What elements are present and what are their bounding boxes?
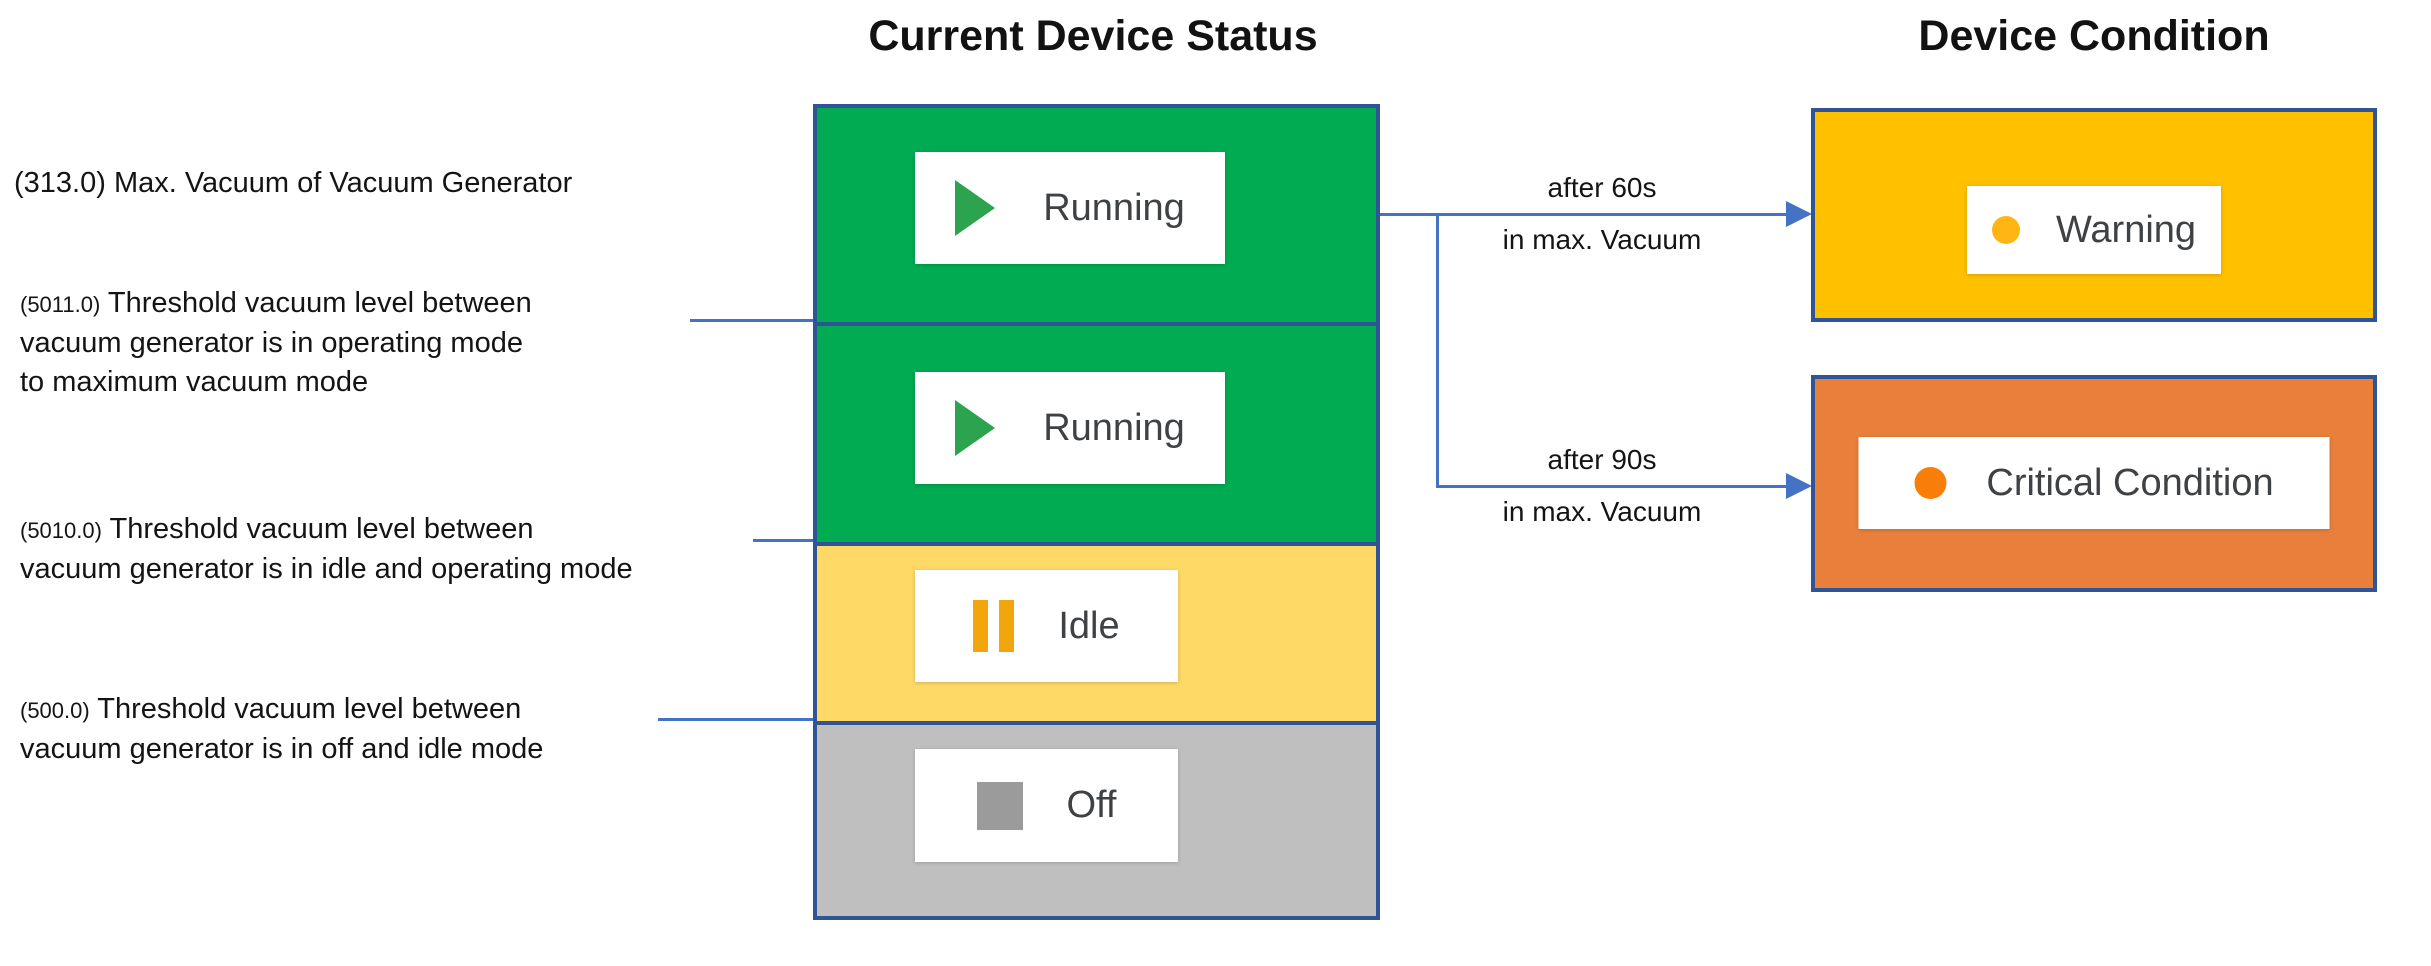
play-icon — [955, 400, 996, 456]
transition-label-90s: after 90s — [1547, 444, 1657, 475]
threshold-value: (313.0) — [14, 167, 106, 199]
arrowhead-critical — [1786, 473, 1812, 499]
note-line: (500.0) Threshold vacuum level between — [20, 690, 543, 730]
condition-label: Critical Condition — [1986, 461, 2274, 504]
status-row-running: Running — [817, 322, 1376, 542]
critical-dot-icon — [1914, 467, 1947, 499]
threshold-line-5010 — [753, 539, 813, 542]
connector-branch-down — [1436, 213, 1439, 487]
arrowhead-warning — [1786, 201, 1812, 227]
note-text: Threshold vacuum level between — [107, 287, 532, 319]
note-line: vacuum generator is in operating mode — [20, 327, 523, 359]
critical-badge: Critical Condition — [1858, 437, 2330, 529]
note-line: vacuum generator is in idle and operatin… — [20, 553, 633, 585]
status-row-idle: Idle — [817, 542, 1376, 721]
threshold-line-5011 — [690, 319, 813, 322]
stop-icon — [976, 781, 1023, 830]
status-label: Idle — [1058, 604, 1120, 647]
threshold-value: (5010.0) — [20, 518, 102, 543]
note-text: Threshold vacuum level between — [97, 693, 522, 725]
threshold-value: (500.0) — [20, 698, 90, 723]
status-row-off: Off — [817, 721, 1376, 916]
play-icon — [955, 180, 996, 236]
note-max-vacuum: (313.0) Max. Vacuum of Vacuum Generator — [14, 164, 572, 203]
connector-to-warning — [1380, 213, 1790, 216]
condition-label: Warning — [2055, 208, 2197, 251]
transition-label-90s-detail: in max. Vacuum — [1502, 496, 1702, 527]
warning-badge: Warning — [1967, 186, 2221, 274]
status-badge-idle: Idle — [915, 570, 1178, 682]
status-row-running-max: Running — [817, 108, 1376, 322]
status-label: Off — [1066, 784, 1117, 826]
note-threshold-500: (500.0) Threshold vacuum level between v… — [20, 690, 543, 769]
threshold-line-500 — [658, 718, 813, 721]
note-line: to maximum vacuum mode — [20, 366, 369, 398]
status-badge-running: Running — [915, 152, 1225, 264]
warning-box: Warning — [1811, 108, 2377, 322]
note-threshold-5010: (5010.0) Threshold vacuum level between … — [20, 510, 633, 589]
warning-dot-icon — [1991, 216, 2020, 244]
note-line: vacuum generator is in off and idle mode — [20, 733, 544, 765]
title-device-condition: Device Condition — [1918, 12, 2270, 60]
note-text: Threshold vacuum level between — [109, 513, 534, 545]
connector-to-critical — [1436, 485, 1790, 488]
status-badge-running: Running — [915, 372, 1225, 484]
status-badge-off: Off — [915, 749, 1178, 862]
status-label: Running — [1043, 406, 1185, 449]
transition-label-60s-detail: in max. Vacuum — [1502, 224, 1702, 255]
note-text: Max. Vacuum of Vacuum Generator — [113, 167, 573, 199]
title-current-device-status: Current Device Status — [868, 12, 1318, 60]
status-stack: Running Running Idle Off — [813, 104, 1380, 920]
pause-icon — [973, 600, 1015, 652]
note-line: (5010.0) Threshold vacuum level between — [20, 510, 633, 550]
critical-box: Critical Condition — [1811, 375, 2377, 592]
note-threshold-5011: (5011.0) Threshold vacuum level between … — [20, 284, 532, 402]
threshold-value: (5011.0) — [20, 292, 101, 317]
note-line: (5011.0) Threshold vacuum level between — [20, 284, 532, 324]
status-label: Running — [1043, 186, 1185, 229]
transition-label-60s: after 60s — [1547, 172, 1657, 203]
